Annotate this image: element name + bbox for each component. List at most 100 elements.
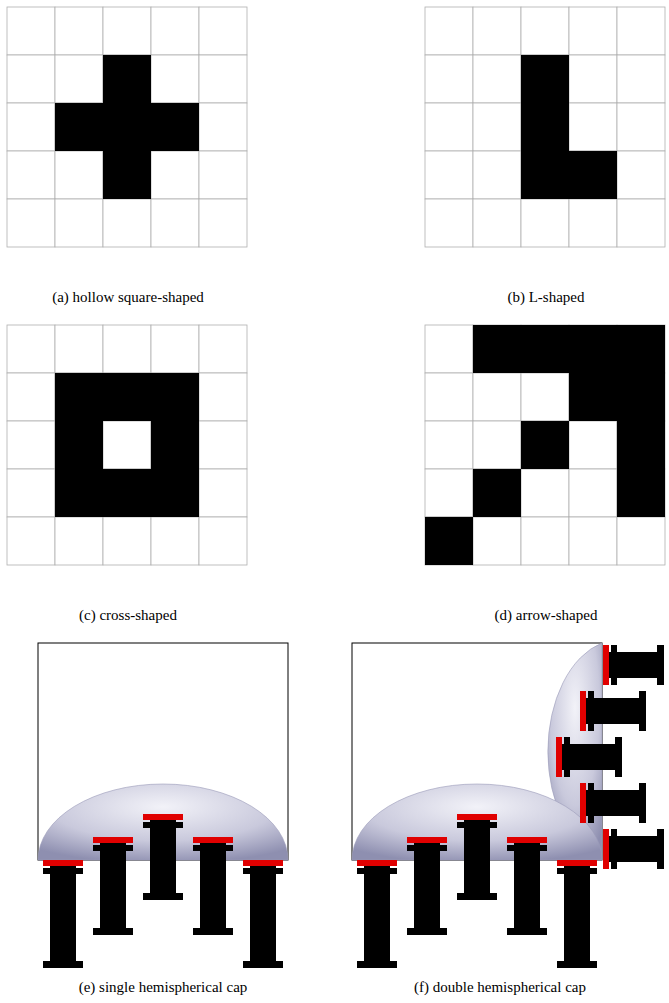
- actuator: [357, 860, 397, 968]
- actuator-foot: [639, 691, 646, 731]
- actuator: [580, 691, 646, 731]
- active-cell: [617, 469, 665, 517]
- grid-cell: [7, 373, 55, 421]
- active-cell: [617, 325, 665, 373]
- grid-cell: [199, 373, 247, 421]
- grid-cell: [199, 469, 247, 517]
- actuator-plate: [193, 837, 233, 843]
- actuator-flange: [557, 868, 597, 874]
- actuator-plate: [407, 837, 447, 843]
- actuator-plate: [557, 860, 597, 866]
- sub-caption: (a) hollow square-shaped: [52, 288, 204, 306]
- grid-cell: [199, 517, 247, 565]
- grid-cell: [7, 199, 55, 247]
- actuator-flange: [93, 845, 133, 851]
- grid-cell: [151, 373, 199, 421]
- actuator-plate: [507, 837, 547, 843]
- grid-cell: [151, 151, 199, 199]
- grid-cell: [55, 373, 103, 421]
- actuator-foot: [357, 961, 397, 968]
- grid-cell: [569, 373, 617, 421]
- grid-cell: [569, 7, 617, 55]
- grid-cell: [55, 199, 103, 247]
- active-cell: [55, 373, 103, 421]
- grid-cell: [55, 55, 103, 103]
- grid-cell: [569, 517, 617, 565]
- grid-cell: [617, 421, 665, 469]
- grid: [425, 7, 665, 247]
- active-cell: [521, 421, 569, 469]
- grid-cell: [7, 469, 55, 517]
- grid-cell: [151, 199, 199, 247]
- actuator-foot: [507, 928, 547, 935]
- actuator-flange: [611, 645, 617, 685]
- actuator-stem: [150, 820, 176, 900]
- actuator-flange: [243, 868, 283, 874]
- grid-cell: [7, 421, 55, 469]
- active-cell: [569, 325, 617, 373]
- grid: [7, 7, 247, 247]
- grid-cell: [199, 421, 247, 469]
- actuator-plate: [243, 860, 283, 866]
- actuator-stem: [250, 866, 276, 968]
- actuator-foot: [657, 645, 664, 685]
- grid-cell: [425, 373, 473, 421]
- grid-cell: [7, 517, 55, 565]
- actuator-stem: [364, 866, 390, 968]
- actuator-plate: [457, 814, 497, 820]
- actuator: [457, 814, 497, 900]
- grid-cell: [55, 7, 103, 55]
- grid-cell: [199, 325, 247, 373]
- grid-cell: [569, 325, 617, 373]
- grid-cell: [617, 7, 665, 55]
- actuator-flange: [564, 737, 570, 777]
- actuator-foot: [657, 829, 664, 869]
- grid-cell: [7, 55, 55, 103]
- sub-caption: (c) cross-shaped: [79, 606, 177, 624]
- actuator-plate: [93, 837, 133, 843]
- grid-cell: [521, 373, 569, 421]
- grid-cell: [425, 151, 473, 199]
- actuator-foot: [193, 928, 233, 935]
- grid-cell: [7, 325, 55, 373]
- active-cell: [55, 421, 103, 469]
- grid-cell: [521, 325, 569, 373]
- actuator: [193, 837, 233, 935]
- sub-caption: (e) single hemispherical cap: [79, 978, 248, 996]
- grid-cell: [7, 151, 55, 199]
- grid-cell: [151, 469, 199, 517]
- grid-cell: [425, 199, 473, 247]
- actuator: [580, 783, 646, 823]
- grid-cell: [103, 421, 151, 469]
- grid-cell: [425, 103, 473, 151]
- actuator-flange: [143, 822, 183, 828]
- grid-cell: [569, 469, 617, 517]
- active-cell: [55, 469, 103, 517]
- active-cell: [151, 373, 199, 421]
- grid-cell: [569, 151, 617, 199]
- grid-cell: [617, 469, 665, 517]
- active-cell: [617, 373, 665, 421]
- active-cell: [521, 103, 569, 151]
- grid-cell: [199, 199, 247, 247]
- actuator-foot: [407, 928, 447, 935]
- grid-cell: [473, 421, 521, 469]
- actuator-foot: [457, 893, 497, 900]
- actuator-stem: [564, 866, 590, 968]
- actuator: [557, 860, 597, 968]
- grid-cell: [151, 7, 199, 55]
- actuator: [243, 860, 283, 968]
- grid-cell: [569, 421, 617, 469]
- grid-cell: [55, 325, 103, 373]
- grid-cell: [199, 7, 247, 55]
- grid-cell: [55, 151, 103, 199]
- grid-cell: [521, 55, 569, 103]
- grid-cell: [425, 421, 473, 469]
- actuator-flange: [193, 845, 233, 851]
- grid-cell: [151, 517, 199, 565]
- actuator-stem: [100, 843, 126, 935]
- grid-cell: [103, 325, 151, 373]
- actuator-stem: [586, 698, 646, 724]
- actuator-stem: [586, 790, 646, 816]
- grid-cell: [425, 7, 473, 55]
